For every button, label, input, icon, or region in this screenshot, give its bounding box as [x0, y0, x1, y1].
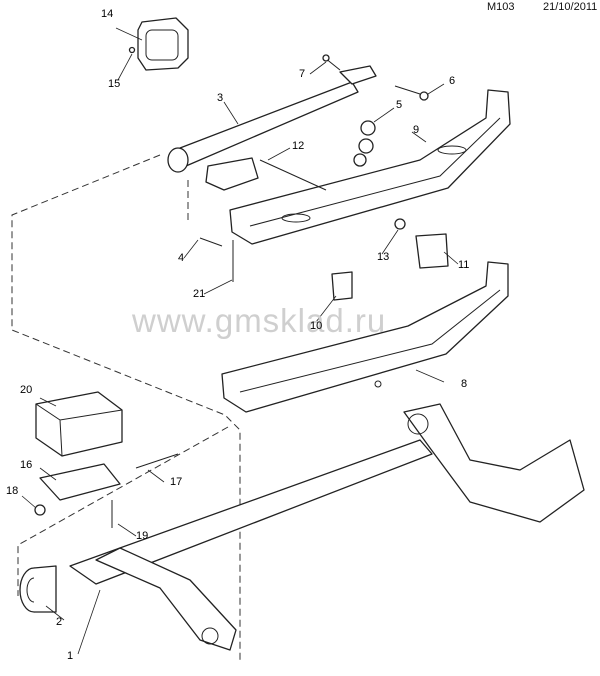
clip-10: [331, 271, 353, 301]
callout-4: 4: [178, 252, 185, 264]
diagram-date: 21/10/2011: [543, 1, 598, 13]
callout-12: 12: [292, 140, 305, 152]
watermark-text: www.gmsklad.ru: [132, 302, 387, 339]
callout-15: 15: [108, 78, 121, 90]
bolt-12: [259, 159, 327, 191]
leader-lines: [21, 27, 459, 655]
nut-18: [34, 504, 46, 516]
callout-16: 16: [20, 459, 33, 471]
rod-3: [167, 81, 359, 173]
callout-6: 6: [449, 75, 456, 87]
callout-21: 21: [193, 288, 206, 300]
callout-3: 3: [217, 92, 224, 104]
bolt-17: [135, 453, 179, 469]
assembly-outline-lower: [17, 426, 229, 596]
callout-8: 8: [461, 378, 468, 390]
callout-17: 17: [170, 476, 183, 488]
callout-1: 1: [67, 650, 74, 662]
callout-18: 18: [6, 485, 19, 497]
axle-beam-1: [69, 403, 585, 651]
callout-7: 7: [299, 68, 306, 80]
callout-20: 20: [20, 384, 33, 396]
callout-14: 14: [101, 8, 114, 20]
callout-2: 2: [56, 616, 63, 628]
nut-13: [394, 218, 406, 230]
crossmember-8: [221, 261, 509, 413]
module-20: [35, 391, 123, 457]
bolt-6: [394, 85, 429, 101]
bracket-11: [415, 233, 449, 269]
bracket-16: [39, 463, 121, 501]
bracket-14: [128, 17, 189, 71]
callout-10: 10: [310, 320, 323, 332]
bushing-2: [19, 565, 57, 613]
mount-bracket: [205, 157, 259, 191]
callout-13: 13: [377, 251, 390, 263]
callout-11: 11: [458, 259, 470, 271]
link-5: [353, 120, 376, 167]
crossmember-9: [229, 89, 511, 245]
bolt-4: [199, 237, 223, 247]
assembly-outline: [11, 154, 241, 660]
callout-5: 5: [396, 99, 403, 111]
diagram-code: M103: [487, 1, 515, 13]
callout-9: 9: [413, 124, 420, 136]
bushing-7: [322, 54, 377, 85]
callout-19: 19: [136, 530, 149, 542]
